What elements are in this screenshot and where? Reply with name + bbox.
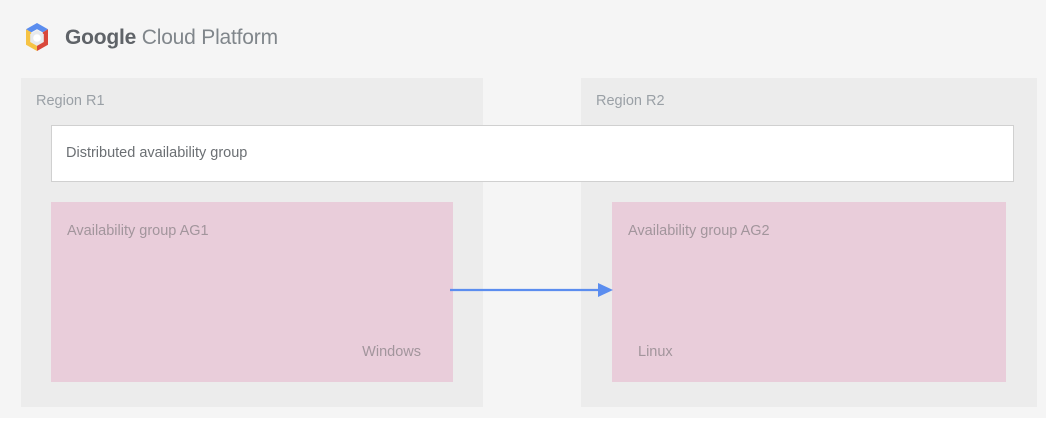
page-header: Google Cloud Platform (21, 16, 278, 58)
region-label-r2: Region R2 (596, 93, 665, 109)
region-label-r1: Region R1 (36, 93, 105, 109)
brand-cloud-platform: Cloud Platform (136, 25, 278, 49)
google-cloud-platform-logo-icon (21, 21, 53, 53)
availability-group-box-ag1: Availability group AG1 Windows (51, 202, 453, 382)
right-arrow-icon (450, 283, 613, 297)
distributed-availability-group-box: Distributed availability group (51, 125, 1014, 182)
brand-google: Google (65, 25, 137, 49)
availability-group-title-ag2: Availability group AG2 (628, 223, 770, 239)
availability-group-box-ag2: Availability group AG2 Linux (612, 202, 1006, 382)
availability-group-os-ag1: Windows (362, 344, 421, 360)
page-title: Google Cloud Platform (65, 27, 278, 48)
availability-group-title-ag1: Availability group AG1 (67, 223, 209, 239)
distributed-availability-group-label: Distributed availability group (66, 145, 248, 161)
availability-group-os-ag2: Linux (638, 344, 673, 360)
